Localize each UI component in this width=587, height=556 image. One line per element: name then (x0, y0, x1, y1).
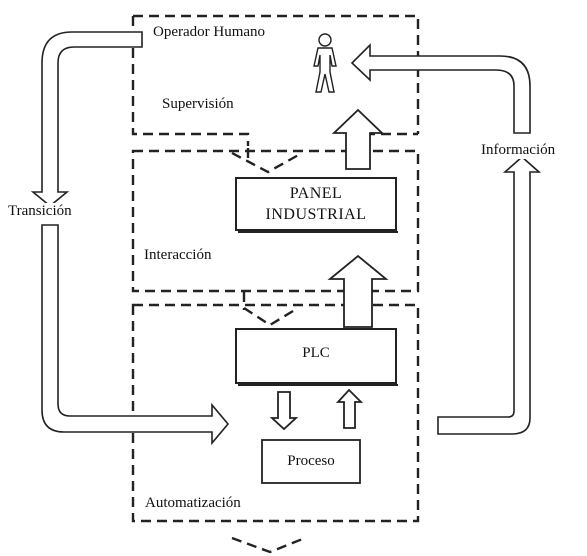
operador-label: Operador Humano (153, 24, 266, 40)
information-top-arrow (350, 43, 531, 134)
automatizacion-label: Automatización (145, 495, 241, 511)
supervision-zone-border (131, 14, 420, 146)
information-return-arrow (437, 155, 542, 435)
chevron-bottom (231, 536, 306, 554)
interaccion-label: Interacción (144, 247, 212, 263)
panel-industrial-box (235, 177, 397, 231)
panel-line1: PANEL (289, 185, 343, 202)
arrow-proceso-to-plc (335, 388, 364, 429)
person-icon (313, 33, 337, 93)
arrow-panel-to-operator (331, 108, 385, 170)
transicion-label: Transición (8, 203, 72, 220)
automation-zone-border (131, 292, 420, 523)
supervision-label: Supervisión (162, 96, 234, 112)
plc-label: PLC (302, 345, 330, 361)
arrow-plc-to-proceso (269, 391, 299, 431)
proceso-label: Proceso (287, 453, 335, 469)
interaction-zone-border (131, 148, 420, 293)
chevron-supervision (231, 151, 303, 174)
arrow-plc-to-panel (327, 254, 389, 328)
panel-industrial-label: PANEL INDUSTRIAL (236, 183, 396, 225)
transition-return-arrow (41, 224, 230, 446)
proceso-box (261, 439, 361, 484)
chevron-interaction (243, 306, 299, 327)
panel-line2: INDUSTRIAL (265, 206, 367, 223)
plc-box (235, 328, 397, 384)
transition-loop-arrow (30, 31, 143, 208)
informacion-label: Información (481, 142, 556, 159)
